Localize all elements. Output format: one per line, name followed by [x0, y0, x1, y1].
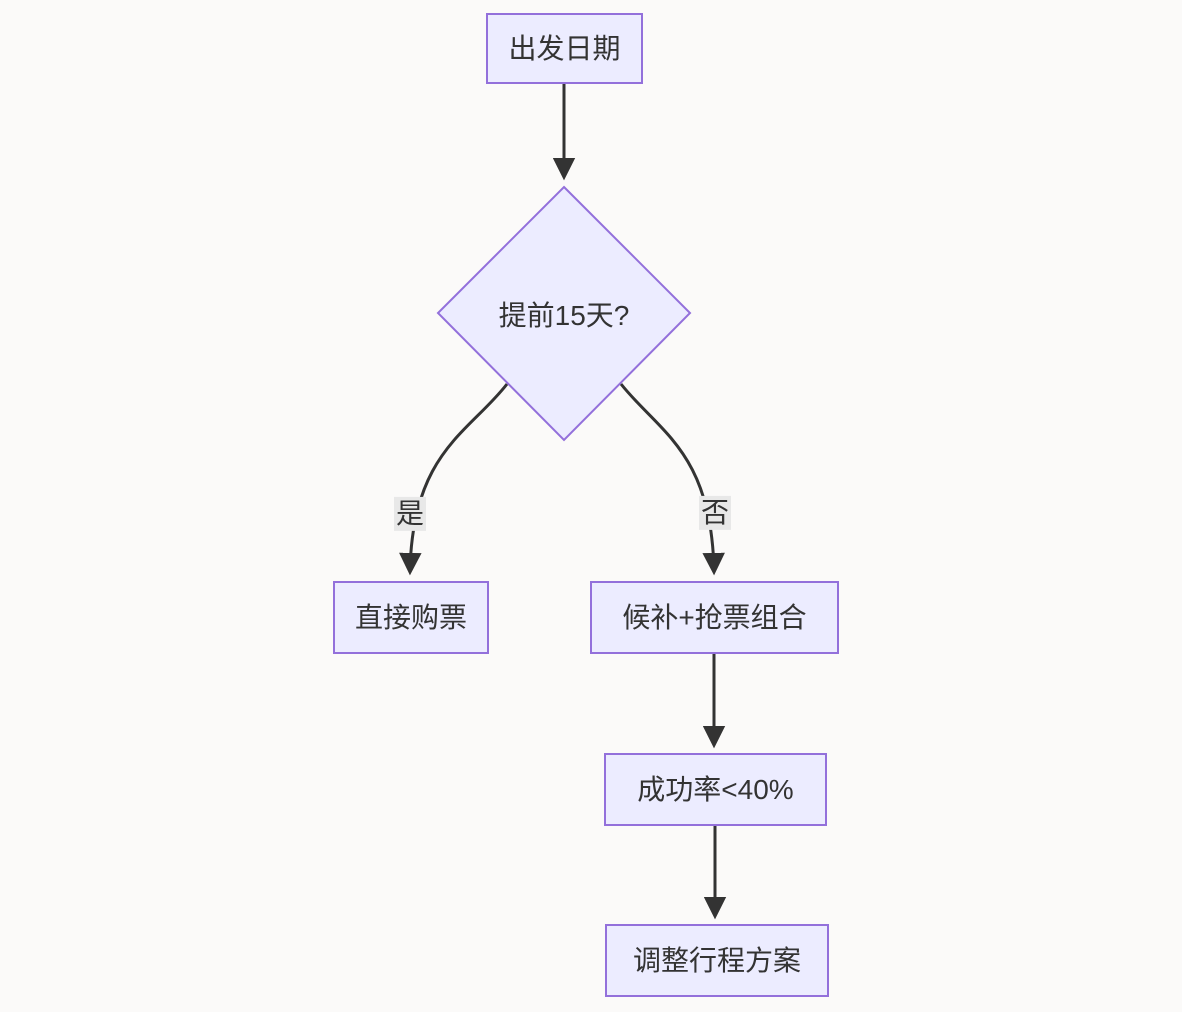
node-success-rate: 成功率<40%: [604, 753, 827, 826]
decision-diamond: [436, 185, 692, 442]
node-buy-directly: 直接购票: [333, 581, 489, 654]
node-decision-label: 提前15天?: [498, 300, 630, 331]
node-departure-date: 出发日期: [486, 13, 643, 84]
edge-decision-to-combo: [619, 383, 725, 576]
edge-decision-to-direct: [399, 383, 509, 576]
node-waitlist-grab-combo: 候补+抢票组合: [590, 581, 839, 654]
edge-label-yes: 是: [393, 496, 427, 532]
edge-label-no: 否: [698, 495, 732, 531]
node-adjust-itinerary: 调整行程方案: [605, 924, 829, 997]
